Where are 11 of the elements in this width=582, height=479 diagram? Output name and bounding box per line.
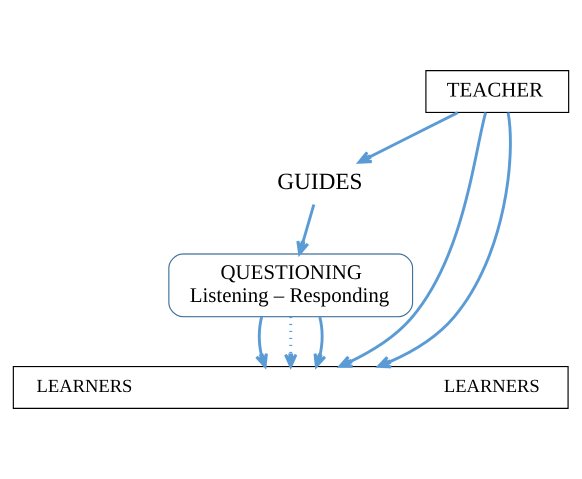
arrow — [314, 316, 326, 368]
arrow — [358, 111, 459, 164]
node-box: QUESTIONING Listening – Responding — [168, 253, 414, 318]
arrow — [296, 204, 316, 256]
node-box: LEARNERS LEARNERS — [12, 366, 569, 409]
arrow — [284, 317, 298, 368]
arrow — [376, 112, 512, 368]
arrow — [255, 316, 268, 368]
node-text: GUIDES — [277, 169, 362, 196]
arrow — [338, 112, 488, 368]
node-box: TEACHER — [425, 70, 570, 113]
